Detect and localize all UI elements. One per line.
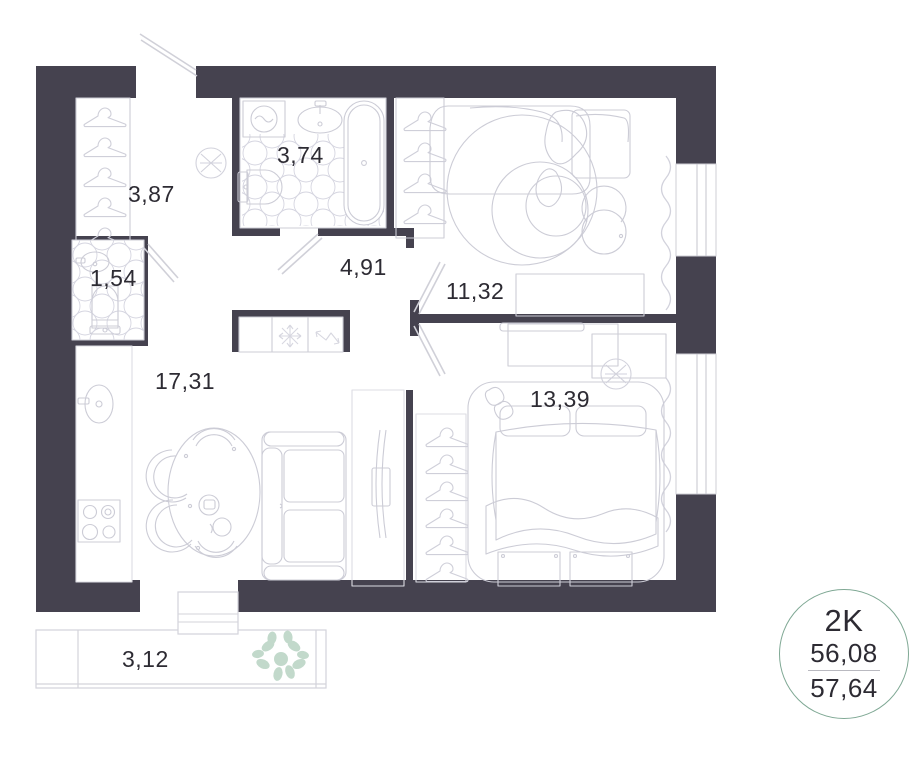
ceiling-fan-icon-bedroom bbox=[600, 358, 632, 390]
room-area-balcony: 3,12 bbox=[122, 646, 169, 672]
interior-door-wc bbox=[143, 243, 179, 283]
interior-door-bathroom bbox=[277, 233, 323, 275]
interior-door-living-b bbox=[413, 323, 446, 377]
sofa-kitchen bbox=[261, 431, 347, 581]
room-area-bathroom: 3,74 bbox=[277, 142, 324, 168]
room-area-kitchen-living: 17,31 bbox=[155, 368, 216, 394]
bedroom-furniture bbox=[415, 322, 667, 587]
room-area-bedroom: 13,39 bbox=[530, 386, 591, 412]
ceiling-fan-icon-hall bbox=[195, 147, 227, 179]
area-summary: 56,08 57,64 bbox=[808, 638, 880, 703]
dining-chair-left-lower bbox=[145, 499, 193, 553]
summary-badge: 2K 56,08 57,64 bbox=[779, 589, 909, 719]
doors bbox=[139, 33, 446, 377]
room-area-wardrobe-hall: 3,87 bbox=[128, 181, 175, 207]
entry-door bbox=[139, 33, 198, 77]
wardrobe-hall bbox=[75, 97, 131, 259]
hanger-rail-bedroom bbox=[425, 427, 469, 583]
room-count-label: 2K bbox=[824, 602, 864, 638]
radiator-living bbox=[660, 155, 672, 311]
bathroom-fixtures bbox=[237, 97, 387, 229]
interior-door-living-a bbox=[413, 261, 446, 315]
plant-icon bbox=[252, 630, 309, 681]
dining-set bbox=[145, 427, 261, 558]
utility-niche bbox=[238, 316, 344, 353]
furniture bbox=[71, 97, 667, 587]
vent-icon bbox=[278, 324, 302, 348]
living-room-furniture bbox=[429, 105, 645, 317]
room-area-living-room: 11,32 bbox=[446, 278, 505, 304]
hanger-rail-hall bbox=[83, 107, 127, 248]
wardrobe-hall-right bbox=[395, 97, 447, 239]
total-area-label: 56,08 bbox=[808, 638, 880, 671]
kitchen-fixtures bbox=[75, 345, 133, 583]
windows bbox=[675, 163, 717, 495]
room-area-wc: 1,54 bbox=[90, 265, 137, 291]
room-area-hallway: 4,91 bbox=[340, 254, 387, 280]
tv-unit bbox=[351, 389, 405, 587]
radiators bbox=[660, 155, 672, 533]
radiator-bedroom bbox=[660, 377, 672, 533]
wc-fixtures bbox=[71, 239, 145, 341]
dining-chair-bottom bbox=[194, 540, 238, 558]
dining-chair-left-upper bbox=[145, 449, 189, 503]
dining-chair-top bbox=[192, 428, 237, 452]
total-area-with-balcony-label: 57,64 bbox=[810, 672, 878, 703]
hanger-rail-bathwall bbox=[403, 111, 447, 225]
